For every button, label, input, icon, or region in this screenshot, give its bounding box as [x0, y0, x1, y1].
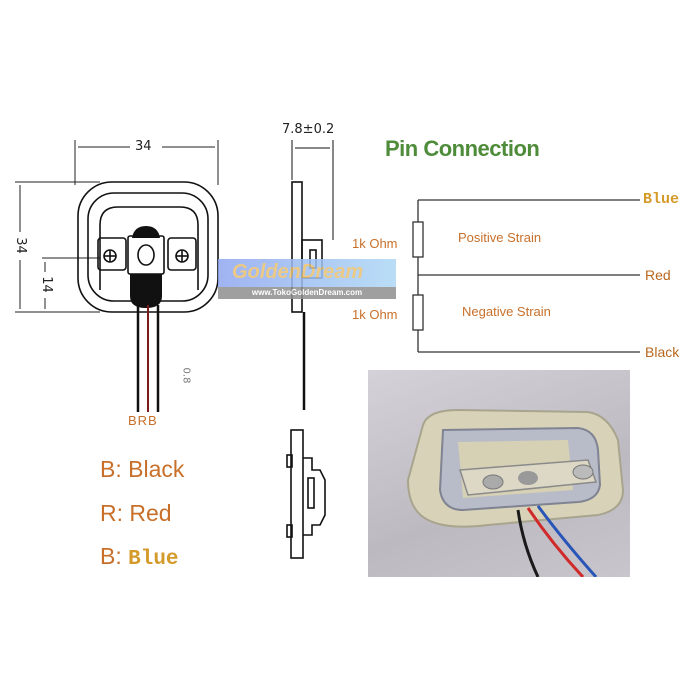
resistor-top-label: 1k Ohm	[352, 236, 398, 251]
thickness-dimension: 7.8±0.2	[282, 122, 335, 137]
wire-label-blue: Blue	[643, 191, 680, 208]
legend-blue: B: Blue	[100, 543, 179, 571]
wire-label-red: Red	[645, 267, 671, 283]
connector-top	[132, 226, 160, 238]
photo-wire-blue	[536, 505, 598, 577]
legend-name: Black	[128, 456, 185, 482]
resistor-bottom-label: 1k Ohm	[352, 307, 398, 322]
pin-connection-schematic	[412, 199, 640, 353]
photo-drawing	[406, 408, 625, 577]
legend-black: B: Black	[100, 456, 184, 483]
front-view-dimensions	[15, 140, 219, 313]
positive-strain-label: Positive Strain	[458, 230, 542, 245]
legend-name: Red	[129, 500, 172, 526]
load-cell-bottom-view	[286, 429, 326, 559]
photo-wire-black	[516, 509, 540, 577]
offset-dimension: 14	[38, 276, 54, 293]
watermark-brand: GoldenDream	[232, 261, 364, 283]
width-dimension: 34	[135, 139, 152, 154]
legend-code: B:	[100, 456, 122, 482]
photo-wire-red	[526, 507, 585, 577]
legend-red: R: Red	[100, 500, 172, 527]
connector-bottom	[130, 274, 162, 308]
legend-name: Blue	[128, 548, 179, 571]
legend-code: B:	[100, 543, 122, 569]
pin-connection-title: Pin Connection	[385, 136, 540, 161]
watermark-url: www.TokoGoldenDream.com	[218, 287, 396, 299]
wire-dimension: 0.8	[180, 367, 192, 384]
watermark: GoldenDream www.TokoGoldenDream.com	[218, 259, 396, 299]
negative-strain-label: Negative Strain	[462, 304, 551, 319]
wire-label-black: Black	[645, 344, 680, 360]
load-cell-photo	[368, 370, 630, 577]
legend-code: R:	[100, 500, 123, 526]
height-dimension: 34	[12, 237, 28, 254]
load-cell-side-view	[291, 140, 334, 410]
wire-codes: BRB	[128, 413, 158, 428]
